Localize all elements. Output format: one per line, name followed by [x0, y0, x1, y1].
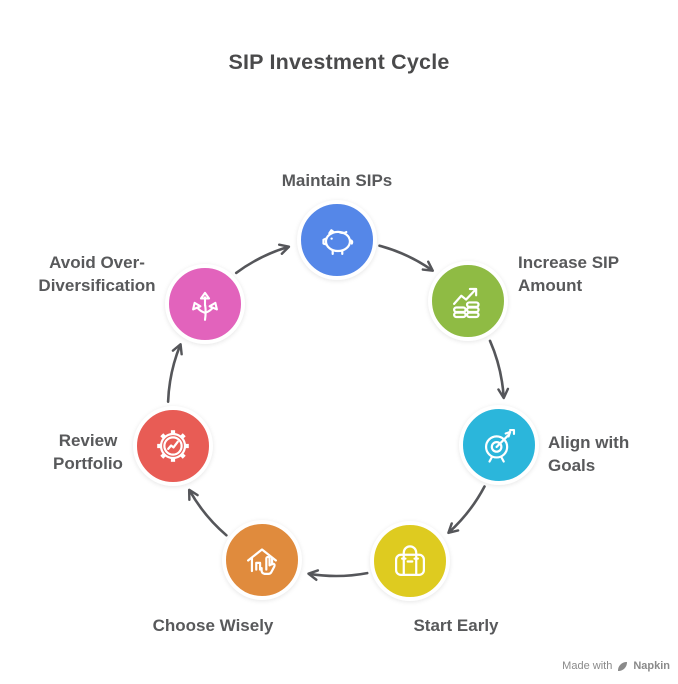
arrow-increase-to-align — [488, 339, 510, 400]
label-review-portfolio: Review Portfolio — [53, 431, 123, 474]
label-align-with-goals: Align with Goals — [548, 433, 630, 476]
node-review-portfolio — [133, 406, 213, 486]
arrow-start-to-choose — [307, 569, 369, 581]
napkin-pen-icon — [618, 661, 628, 671]
node-choose-wisely — [222, 520, 302, 600]
node-avoid-over-diversification — [165, 264, 245, 344]
arrow-align-to-start — [447, 485, 486, 535]
made-with-napkin-watermark[interactable]: Made with Napkin — [562, 660, 670, 672]
label-increase-sip-amount: Increase SIP Amount — [518, 253, 619, 296]
arrow-review-to-avoid — [166, 343, 183, 403]
watermark-brand: Napkin — [633, 660, 670, 672]
label-choose-wisely: Choose Wisely — [152, 616, 274, 635]
label-maintain-sips: Maintain SIPs — [281, 171, 393, 190]
arrow-choose-to-review — [187, 488, 228, 537]
gear-chart-icon — [157, 430, 189, 462]
arrow-avoid-to-maintain — [234, 243, 291, 275]
node-start-early — [370, 521, 450, 601]
node-increase-sip-amount — [428, 261, 508, 341]
label-start-early: Start Early — [413, 616, 499, 635]
node-maintain-sips — [297, 200, 377, 280]
target-dart-icon — [484, 428, 516, 463]
node-align-with-goals — [459, 405, 539, 485]
arrow-maintain-to-increase — [378, 244, 434, 272]
bag-icon — [395, 545, 425, 576]
watermark-prefix: Made with — [562, 660, 613, 672]
house-hand-icon — [247, 548, 277, 575]
growth-chart-coins-icon — [453, 287, 480, 319]
diagram-title: SIP Investment Cycle — [228, 50, 450, 74]
piggy-bank-icon — [322, 229, 354, 255]
label-avoid-over-diversification: Avoid Over-Diversification — [38, 253, 156, 296]
branch-arrows-icon — [192, 291, 218, 321]
